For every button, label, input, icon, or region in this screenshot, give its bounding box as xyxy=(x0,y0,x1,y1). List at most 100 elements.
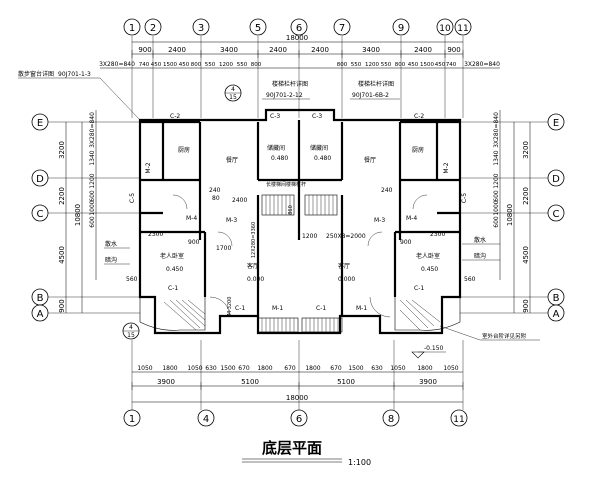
drawing-scale: 1:100 xyxy=(348,458,371,467)
svg-text:4500: 4500 xyxy=(58,246,66,264)
svg-text:餐厅: 餐厅 xyxy=(226,156,238,164)
svg-text:3X280=840: 3X280=840 xyxy=(493,112,500,148)
axis-11-bottom: 11 xyxy=(450,409,468,427)
svg-text:900: 900 xyxy=(138,46,151,54)
svg-text:厨房: 厨房 xyxy=(178,146,190,154)
svg-text:450: 450 xyxy=(179,62,190,68)
svg-text:3900: 3900 xyxy=(157,378,175,386)
svg-text:90J701-1-3: 90J701-1-3 xyxy=(58,71,91,78)
right-dimension-chains: 3200 2200 4500 900 10800 3X280=840 1340 … xyxy=(493,110,531,313)
axis-A-right: A xyxy=(547,304,565,322)
svg-text:老人卧室: 老人卧室 xyxy=(160,252,184,260)
axis-D-left: D xyxy=(31,169,49,187)
stair-right xyxy=(304,194,338,216)
svg-text:0.000: 0.000 xyxy=(247,276,264,283)
svg-text:厨房: 厨房 xyxy=(412,146,424,154)
bottom-dimension-total: 18000 xyxy=(132,394,463,403)
svg-text:2300: 2300 xyxy=(430,231,445,238)
svg-text:客厅: 客厅 xyxy=(338,262,350,270)
svg-text:M-3: M-3 xyxy=(374,217,385,224)
top-axis-row: 1 2 3 5 6 7 9 10 11 xyxy=(123,18,472,118)
svg-text:550: 550 xyxy=(381,62,392,68)
svg-text:4: 4 xyxy=(203,414,209,425)
svg-text:楼梯栏杆详图: 楼梯栏杆详图 xyxy=(358,80,394,88)
svg-text:C: C xyxy=(553,209,560,220)
axis-3-top: 3 xyxy=(192,18,210,36)
top-dimension-total: 18000 xyxy=(132,34,463,43)
svg-text:室外台阶详见另附: 室外台阶详见另附 xyxy=(482,332,527,340)
svg-text:1500: 1500 xyxy=(420,62,434,68)
svg-text:12X280=3360: 12X280=3360 xyxy=(251,222,257,258)
axis-E-left: E xyxy=(31,113,49,131)
svg-text:C-2: C-2 xyxy=(414,113,424,120)
axis-6-bottom: 6 xyxy=(290,409,308,427)
svg-text:3400: 3400 xyxy=(362,46,380,54)
top-dimension-openings: 3X280=840 740 450 1500 450 800 550 1200 … xyxy=(99,61,500,69)
note-center-stair: 楼梯栏杆详图 90J701-2-12 楼梯栏杆详图 90J701-6B-2 xyxy=(262,80,400,100)
bottom-axis-row: 1 4 6 8 11 xyxy=(123,340,468,427)
svg-text:0.450: 0.450 xyxy=(166,266,183,273)
svg-text:3X280=840: 3X280=840 xyxy=(464,61,500,68)
svg-text:900: 900 xyxy=(447,46,460,54)
svg-text:11: 11 xyxy=(457,24,468,34)
svg-text:250X8=2000: 250X8=2000 xyxy=(326,233,366,240)
svg-text:2300: 2300 xyxy=(148,231,163,238)
svg-text:M-4: M-4 xyxy=(406,215,417,222)
svg-text:D: D xyxy=(36,174,44,185)
svg-text:1050: 1050 xyxy=(137,365,152,372)
detail-tag-bottom: 4 15 xyxy=(122,322,140,340)
svg-text:450: 450 xyxy=(408,62,419,68)
svg-text:C: C xyxy=(37,209,44,220)
svg-text:600: 600 xyxy=(89,190,96,202)
svg-text:550: 550 xyxy=(237,62,248,68)
svg-text:2400: 2400 xyxy=(168,46,186,54)
note-left-sill: 散步窗台详图 90J701-1-3 xyxy=(18,70,141,121)
svg-text:1: 1 xyxy=(129,23,135,34)
axis-B-right: B xyxy=(547,288,565,306)
axis-2-top: 2 xyxy=(144,18,162,36)
axis-1-bottom: 1 xyxy=(123,409,141,427)
right-axis-column: E D C B A xyxy=(460,113,565,322)
svg-text:1800: 1800 xyxy=(257,365,272,372)
svg-text:1500: 1500 xyxy=(220,365,235,372)
svg-text:0.480: 0.480 xyxy=(271,155,288,162)
svg-text:储藏间: 储藏间 xyxy=(310,144,328,152)
building-walls xyxy=(138,108,462,335)
svg-text:800: 800 xyxy=(395,62,406,68)
svg-text:3X280=840: 3X280=840 xyxy=(99,61,135,68)
svg-text:E: E xyxy=(553,118,559,129)
svg-text:4: 4 xyxy=(231,86,235,93)
svg-text:1000: 1000 xyxy=(493,200,500,215)
top-dimension-bays: 900 2400 3400 2400 2400 3400 2400 900 xyxy=(131,46,464,58)
svg-text:10800: 10800 xyxy=(506,204,514,226)
room-labels: 厨房 厨房 餐厅 餐厅 储藏间 储藏间 0.480 0.480 长楼梯间楼梯栏杆… xyxy=(160,144,440,315)
svg-text:18000: 18000 xyxy=(286,394,308,402)
svg-text:18000: 18000 xyxy=(286,34,308,42)
axis-A-left: A xyxy=(31,304,49,322)
svg-text:A: A xyxy=(37,309,44,320)
svg-text:1500: 1500 xyxy=(348,365,363,372)
axis-5-top: 5 xyxy=(249,18,267,36)
axis-C-right: C xyxy=(547,204,565,222)
svg-text:560: 560 xyxy=(464,276,476,283)
svg-text:6: 6 xyxy=(296,23,302,34)
svg-text:1800: 1800 xyxy=(305,365,320,372)
stair-left xyxy=(261,194,295,216)
svg-text:10: 10 xyxy=(439,24,451,34)
axis-10-top: 10 xyxy=(436,18,454,36)
svg-text:670: 670 xyxy=(330,365,342,372)
left-axis-column: E D C B A xyxy=(31,113,140,322)
opening-tags: C-2 C-3 C-3 C-2 M-2 M-2 C-5 C-5 C-1 C-1 … xyxy=(126,113,476,312)
svg-text:600: 600 xyxy=(493,190,500,202)
svg-text:2400: 2400 xyxy=(269,46,287,54)
svg-text:2400: 2400 xyxy=(311,46,329,54)
svg-text:1700: 1700 xyxy=(216,245,231,252)
svg-text:5100: 5100 xyxy=(241,378,259,386)
svg-text:1800: 1800 xyxy=(162,365,177,372)
svg-text:90J701-6B-2: 90J701-6B-2 xyxy=(352,92,389,99)
svg-text:740: 740 xyxy=(446,62,457,68)
terrace-right xyxy=(394,297,461,331)
svg-text:900: 900 xyxy=(188,239,200,246)
svg-text:M-3: M-3 xyxy=(226,217,237,224)
